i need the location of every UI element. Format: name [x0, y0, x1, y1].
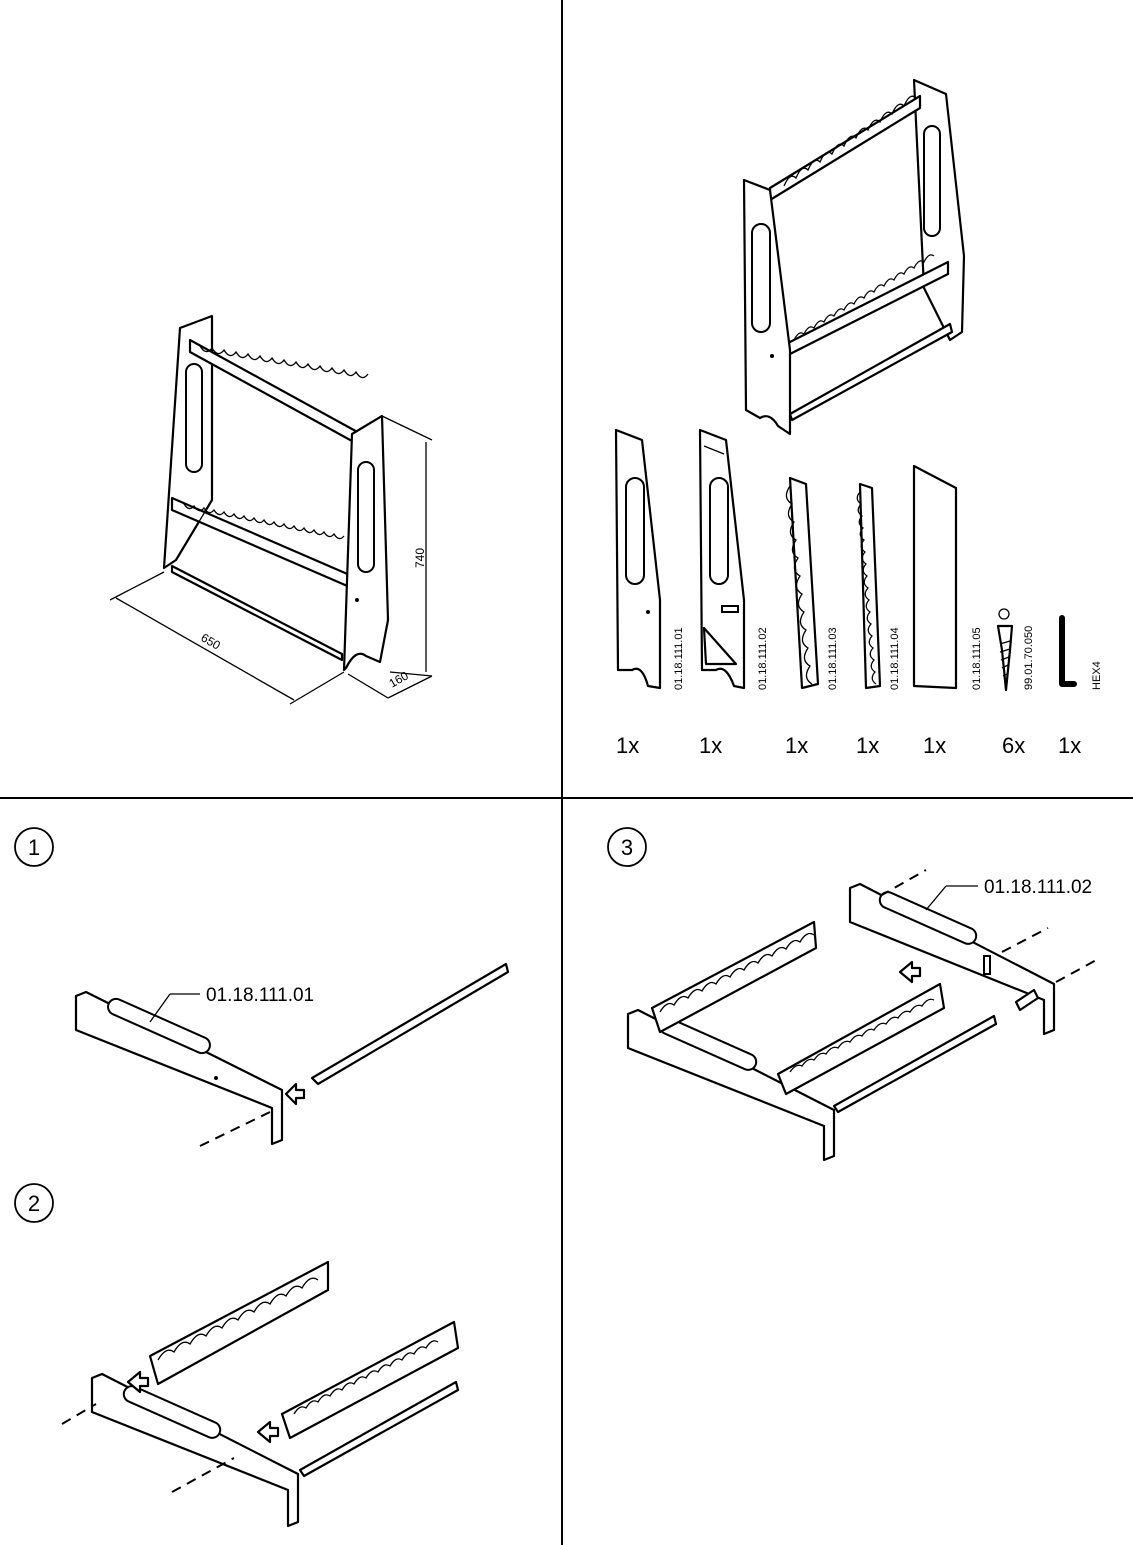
part-code-screw: 99.01.70.050 [1023, 626, 1035, 690]
step-1-badge [14, 827, 54, 867]
part-qty-03: 1x [785, 733, 808, 758]
part-qty-hex-key: 1x [1058, 733, 1081, 758]
step-3-badge [607, 827, 647, 867]
part-code-01: 01.18.111.01 [673, 627, 685, 690]
part-icon-rod-rack-lower [856, 482, 882, 690]
part-qty-screw: 6x [1002, 733, 1025, 758]
step-2-badge [14, 1183, 54, 1223]
step-3-drawing [626, 869, 1101, 1162]
step-1-number: 1 [28, 835, 40, 860]
dimension-width-label: 650 [199, 630, 224, 652]
part-code-04: 01.18.111.04 [889, 627, 901, 690]
part-code-02: 01.18.111.02 [757, 627, 769, 690]
step-1-drawing [74, 962, 510, 1147]
part-icon-screw [996, 608, 1014, 692]
step-1-callout: 01.18.111.01 [206, 985, 314, 1006]
part-code-05: 01.18.111.05 [971, 627, 983, 690]
part-icon-side-panel-right [698, 428, 746, 690]
part-qty-02: 1x [699, 733, 722, 758]
dimension-height-label: 740 [413, 548, 427, 568]
part-qty-01: 1x [616, 733, 639, 758]
part-icon-shelf-board [912, 464, 958, 690]
step-2-number: 2 [28, 1191, 40, 1216]
part-icon-hex-key [1059, 615, 1077, 687]
assembled-rack-drawing [742, 78, 966, 436]
part-qty-04: 1x [856, 733, 879, 758]
part-icon-side-panel-left [614, 428, 662, 690]
part-code-hex-key: HEX4 [1091, 661, 1103, 690]
part-qty-05: 1x [923, 733, 946, 758]
overview-drawing [109, 314, 433, 705]
step-3-number: 3 [621, 835, 633, 860]
step-2-drawing [61, 1260, 460, 1528]
part-icon-rod-rack-upper [785, 476, 820, 690]
step-3-callout: 01.18.111.02 [984, 877, 1092, 898]
part-code-03: 01.18.111.03 [827, 627, 839, 690]
